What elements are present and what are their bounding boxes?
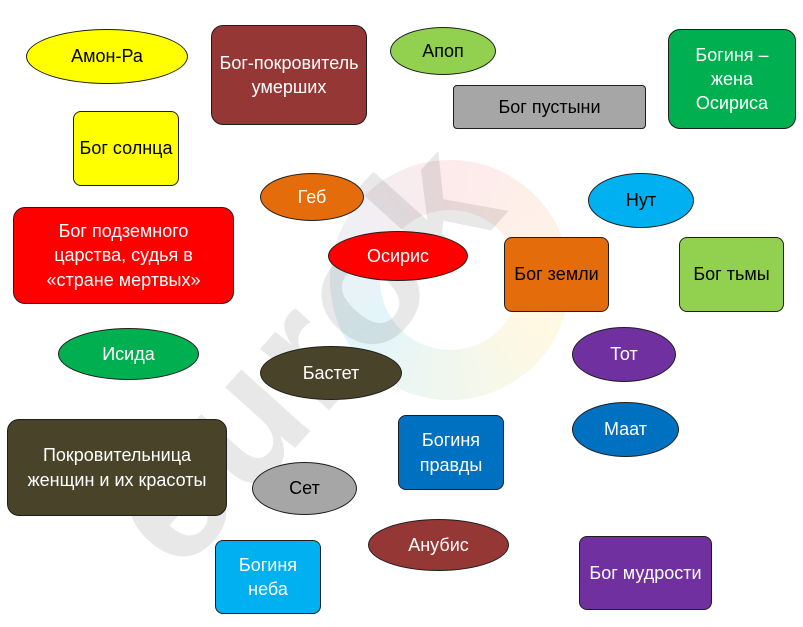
women-patroness-box: Покровительница женщин и их красоты [7,419,227,516]
sun-god-box: Бог солнца [73,111,179,186]
thoth-oval: Тот [572,327,676,382]
darkness-god-box: Бог тьмы [679,237,784,312]
apop-oval: Апоп [390,27,496,75]
underworld-god-box: Бог подземного царства, судья в «стране … [13,207,234,304]
nut-oval: Нут [588,173,694,228]
sky-goddess-box: Богиня неба [215,540,321,614]
osiris-wife-goddess-box: Богиня – жена Осириса [668,29,796,129]
truth-goddess-box: Богиня правды [398,415,504,490]
earth-god-box: Бог земли [504,237,609,312]
god-of-dead-box: Бог-покровитель умерших [211,25,367,125]
amon-ra-oval: Амон-Ра [26,29,188,84]
maat-oval: Маат [572,402,679,457]
anubis-oval: Анубис [368,519,509,571]
geb-oval: Геб [260,173,364,221]
osiris-oval: Осирис [328,231,468,281]
isis-oval: Исида [58,328,199,380]
set-oval: Сет [252,462,357,515]
wisdom-god-box: Бог мудрости [579,536,712,610]
bastet-oval: Бастет [260,346,402,400]
desert-god-box: Бог пустыни [453,85,646,129]
